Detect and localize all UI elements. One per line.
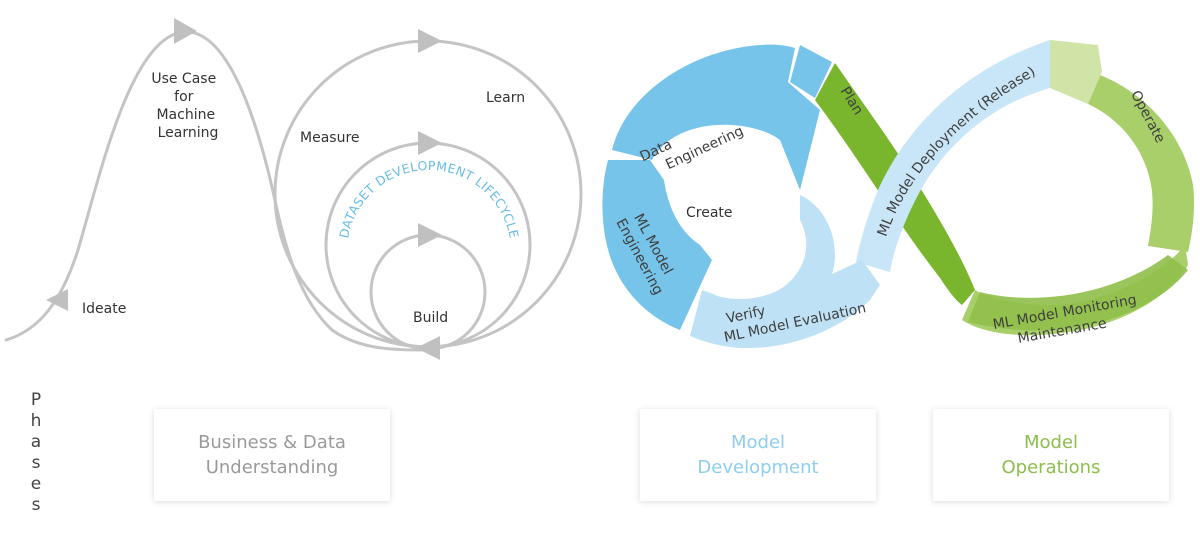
phase-title-line2: Operations bbox=[1001, 457, 1101, 478]
phase-title-line1: Business & Data bbox=[198, 432, 346, 453]
create-label: Create bbox=[686, 205, 733, 221]
build-loop bbox=[369, 233, 487, 351]
phases-letter: a bbox=[30, 432, 42, 452]
phases-letter: e bbox=[30, 474, 42, 494]
phase-title-line2: Understanding bbox=[205, 457, 339, 478]
ideate-arrow-icon bbox=[46, 289, 68, 311]
monitoring-band bbox=[968, 255, 1188, 331]
phase-model-operations: Model Operations bbox=[933, 409, 1169, 501]
phase-title-line2: Development bbox=[697, 457, 819, 478]
phases-letter: h bbox=[30, 411, 42, 431]
phases-letter: P bbox=[30, 390, 42, 410]
phases-letter: s bbox=[31, 495, 41, 515]
return-arrow-icon bbox=[416, 336, 440, 360]
business-arrows bbox=[46, 18, 442, 360]
ml-model-engineering-segment bbox=[602, 160, 712, 330]
ideation-curve bbox=[4, 30, 430, 352]
phases-letter: s bbox=[31, 453, 41, 473]
dataset-lifecycle-label: DATASET DEVELOPMENT LIFECYCLE bbox=[336, 158, 522, 240]
data-engineering-segment bbox=[612, 44, 820, 190]
deployment-segment bbox=[856, 40, 1050, 272]
build-arrow-icon bbox=[418, 223, 442, 247]
use-case-label: Use Case for Machine Learning bbox=[151, 71, 220, 141]
learn-label: Learn bbox=[486, 90, 525, 106]
phase-title-line1: Model bbox=[730, 432, 786, 453]
operate-segment bbox=[1088, 75, 1195, 252]
measure-arrow-icon bbox=[418, 131, 442, 155]
release-block bbox=[1050, 40, 1102, 104]
use-case-arrow-icon bbox=[174, 18, 197, 44]
phase-model-development: Model Development bbox=[640, 409, 876, 501]
build-label: Build bbox=[413, 310, 448, 326]
ideate-label: Ideate bbox=[82, 301, 126, 317]
learn-arrow-icon bbox=[418, 29, 442, 53]
model-lifecycle-loop bbox=[602, 40, 1195, 349]
learn-loop bbox=[273, 39, 583, 349]
verify-segment bbox=[690, 195, 880, 349]
phase-business-data-understanding: Business & Data Understanding bbox=[154, 409, 390, 501]
plan-blue-block bbox=[790, 45, 832, 98]
phase-title-line1: Model bbox=[1023, 432, 1079, 453]
measure-label: Measure bbox=[300, 130, 360, 146]
